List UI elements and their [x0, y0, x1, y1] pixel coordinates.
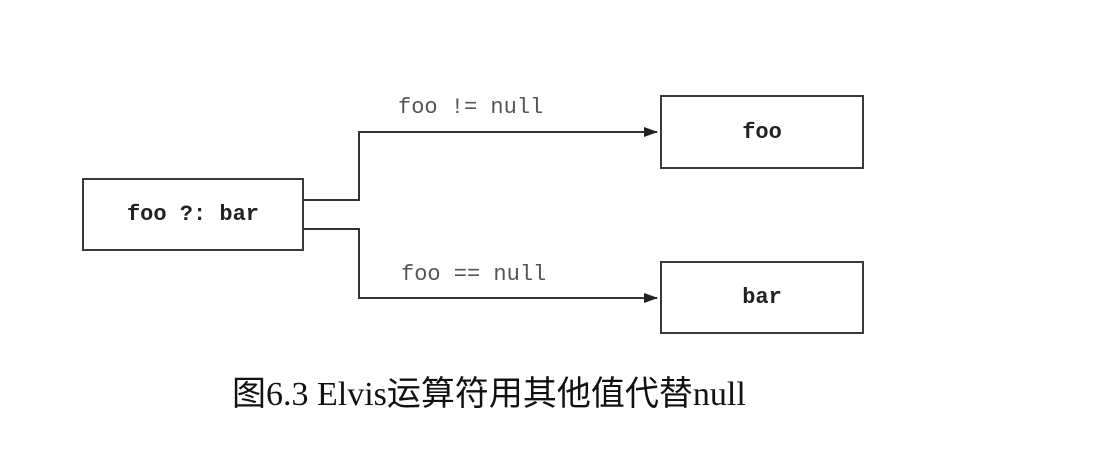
edge-is-null	[304, 228, 658, 303]
edge-not-null	[304, 127, 658, 201]
edge-label-not-null: foo != null	[398, 95, 544, 120]
edge-label-is-null: foo == null	[401, 262, 547, 287]
elvis-expression-node: foo ?: bar	[82, 178, 304, 251]
elvis-expression-label: foo ?: bar	[126, 202, 260, 227]
figure-caption: 图6.3 Elvis运算符用其他值代替null	[232, 376, 746, 413]
foo-result-node: foo	[660, 95, 864, 169]
bar-result-label: bar	[742, 285, 782, 310]
foo-result-label: foo	[742, 119, 782, 145]
bar-result-node: bar	[660, 261, 864, 334]
